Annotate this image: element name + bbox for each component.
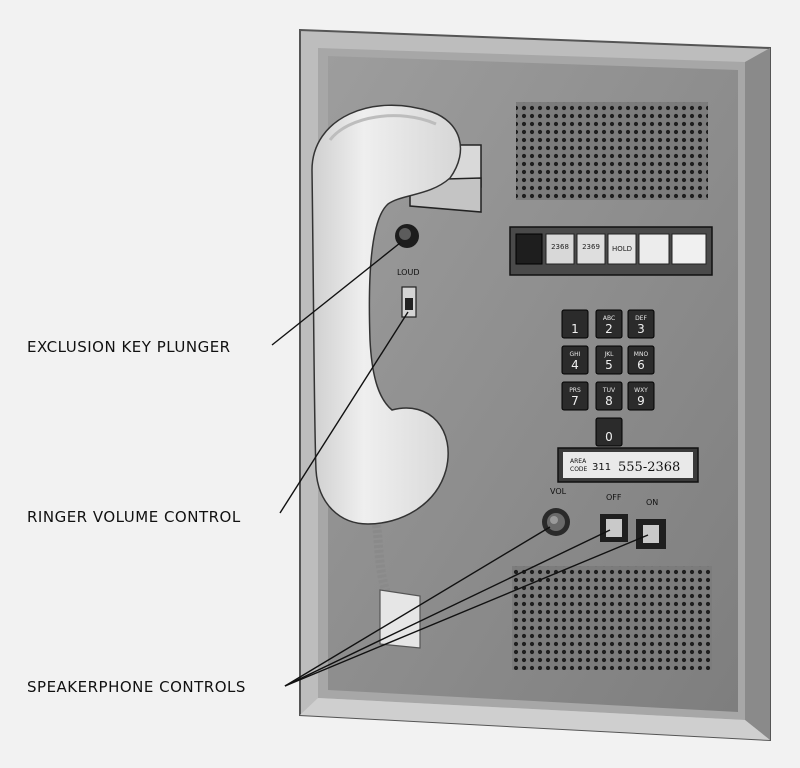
svg-text:2369: 2369	[582, 243, 600, 251]
line-key-1[interactable]: 2368	[545, 233, 575, 265]
ringer-volume-control[interactable]	[401, 286, 417, 318]
area-code: 311	[592, 462, 611, 473]
dial-key-digit: 9	[637, 394, 645, 408]
leader-speaker-off	[284, 529, 611, 687]
cord-clip	[379, 589, 421, 649]
number-card: AREA CODE 311 555-2368	[557, 447, 699, 483]
dial-key-letters: JKL	[603, 351, 614, 358]
hold-key[interactable]: HOLD	[607, 233, 637, 265]
leader-speaker-vol	[284, 526, 551, 687]
speaker-volume-knob[interactable]	[542, 508, 570, 536]
line-key-blank-1[interactable]	[638, 233, 670, 265]
svg-text:2368: 2368	[551, 243, 569, 251]
dial-key-letters: PRS	[569, 387, 581, 394]
lower-speaker-grille	[512, 566, 712, 670]
line-key-blank-2[interactable]	[671, 233, 707, 265]
dial-key-0[interactable]: 0	[595, 417, 623, 447]
dial-key-digit: 6	[637, 358, 645, 372]
dial-key-digit: 0	[605, 430, 613, 444]
dial-key-digit: 7	[571, 394, 579, 408]
dial-key-digit: 4	[571, 358, 579, 372]
speaker-on-button[interactable]	[636, 519, 666, 549]
leader-lines	[271, 242, 649, 687]
line-key-strip: 2368 2369 HOLD	[509, 226, 713, 276]
exclusion-key-plunger[interactable]	[395, 224, 419, 248]
dial-key-letters: TUV	[602, 387, 616, 394]
leader-speaker-on	[284, 534, 649, 687]
dial-key-digit: 1	[571, 322, 579, 336]
callout-exclusion-key-plunger: EXCLUSION KEY PLUNGER	[27, 338, 231, 356]
code-label: CODE	[570, 466, 588, 473]
faceplate	[328, 56, 738, 712]
line-key-2[interactable]: 2369	[576, 233, 606, 265]
line-key-dark[interactable]	[515, 233, 543, 265]
dial-key-letters: DEF	[635, 315, 647, 322]
vol-label: VOL	[550, 487, 567, 496]
dial-key-1[interactable]: 1	[561, 309, 589, 339]
on-label: ON	[646, 498, 658, 507]
dial-key-letters: WXY	[634, 387, 648, 394]
leader-ringer-volume	[279, 311, 409, 514]
upper-speaker-grille	[516, 102, 708, 200]
dial-key-digit: 3	[637, 322, 645, 336]
dial-key-digit: 8	[605, 394, 613, 408]
off-label: OFF	[606, 493, 622, 502]
speaker-off-button[interactable]	[600, 514, 628, 542]
dial-key-digit: 2	[605, 322, 613, 336]
area-label: AREA	[570, 458, 587, 465]
loud-label: LOUD	[397, 268, 419, 277]
dial-key-letters: ABC	[603, 315, 615, 322]
dial-key-letters: GHI	[570, 351, 581, 358]
svg-text:HOLD: HOLD	[612, 245, 632, 253]
handset[interactable]	[311, 104, 462, 525]
callout-ringer-volume-control: RINGER VOLUME CONTROL	[27, 508, 241, 526]
callout-speakerphone-controls: SPEAKERPHONE CONTROLS	[27, 678, 246, 696]
leader-exclusion-key	[271, 242, 401, 346]
dial-key-letters: MNO	[634, 351, 649, 358]
phone-number: 555-2368	[618, 460, 680, 475]
dial-key-digit: 5	[605, 358, 613, 372]
